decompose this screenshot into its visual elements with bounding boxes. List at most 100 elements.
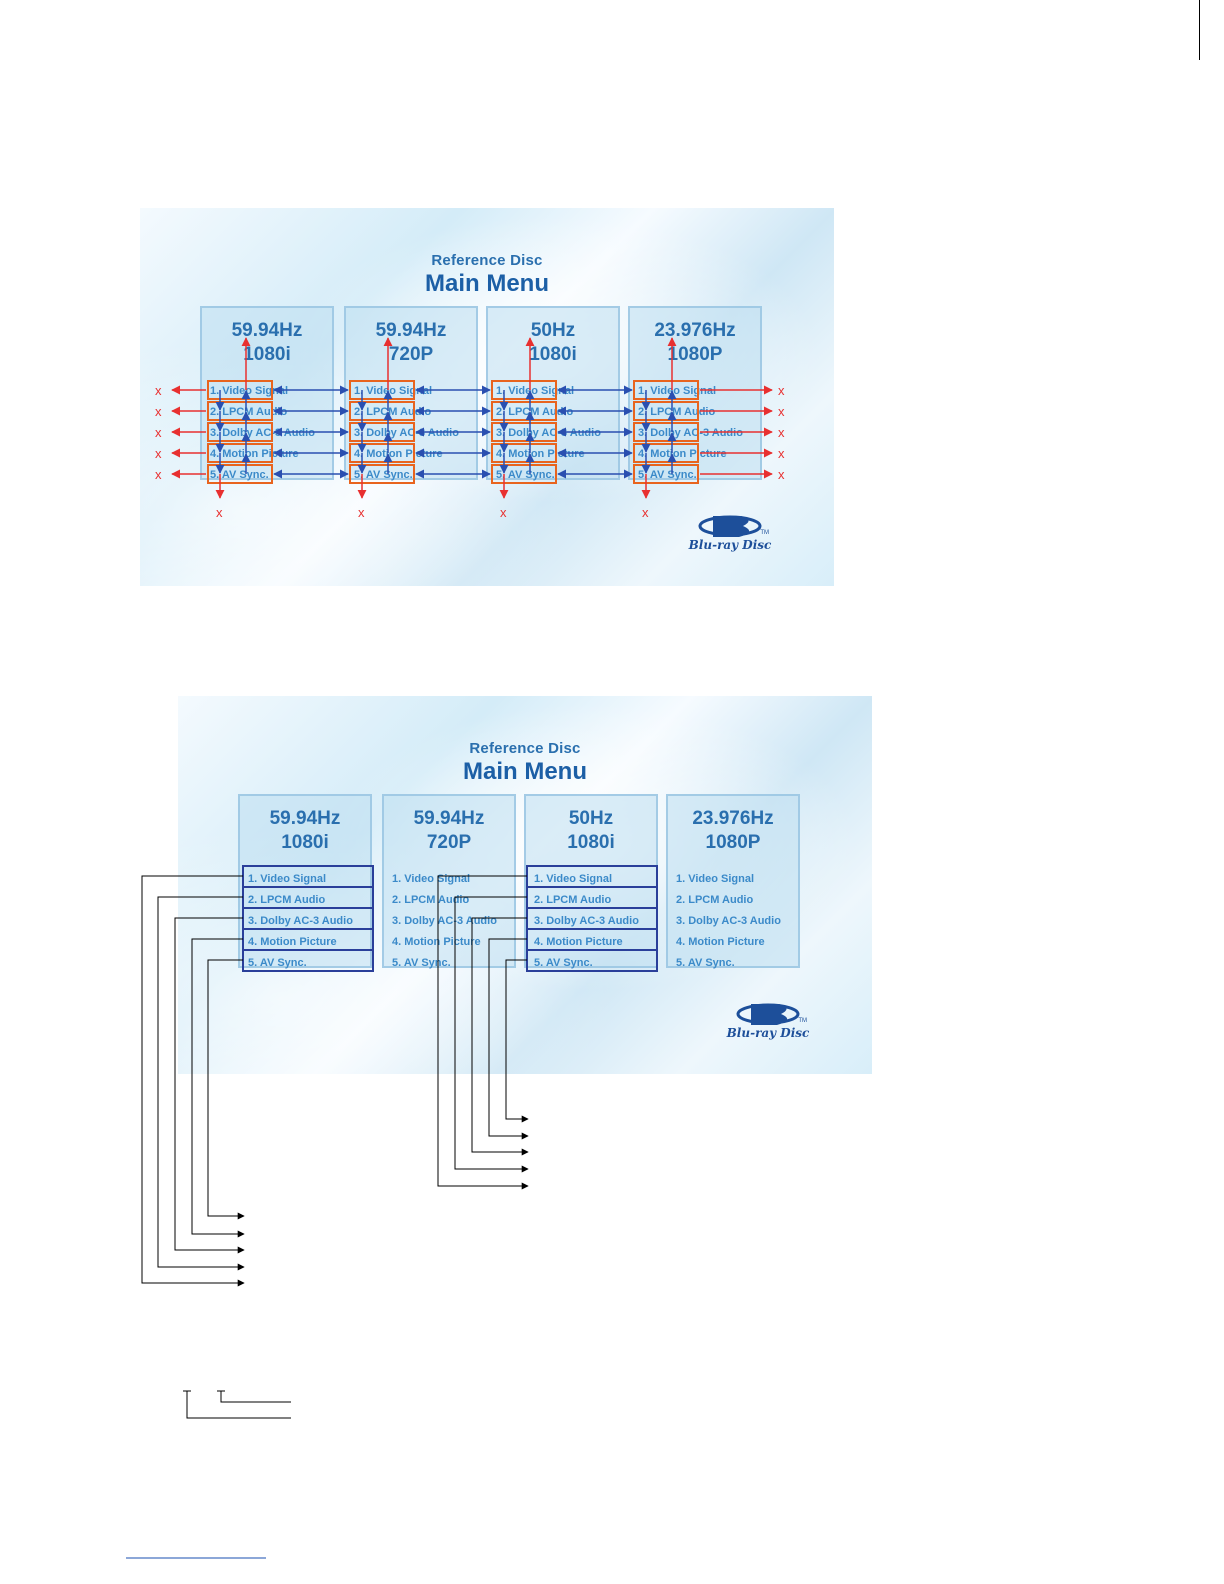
column-format: 1080P (667, 344, 723, 365)
column-format: 1080i (281, 832, 329, 853)
column-format: 1080i (243, 344, 291, 365)
highlight-box (207, 464, 273, 484)
menu-item[interactable]: 2. LPCM Audio (248, 894, 326, 906)
link-connector (454, 896, 529, 1173)
dead-end-marker: x (778, 467, 785, 482)
highlight-box (349, 422, 415, 442)
highlight-box (633, 380, 699, 400)
highlight-box (491, 464, 557, 484)
menu-item[interactable]: 5. AV Sync. (392, 957, 451, 969)
link-box (242, 865, 374, 888)
column-rate: 59.94Hz (231, 320, 303, 341)
menu-item[interactable]: 2. LPCM Audio (392, 894, 470, 906)
menu-item[interactable]: 5. AV Sync. (676, 957, 735, 969)
column-rate: 59.94Hz (375, 320, 447, 341)
dead-end-marker: x (216, 505, 223, 520)
link-connector (488, 938, 529, 1140)
column-rate: 59.94Hz (413, 808, 485, 829)
link-box (242, 907, 374, 930)
menu-item[interactable]: 1. Video Signal (496, 385, 575, 397)
column-format: 1080P (705, 832, 761, 853)
highlight-box (491, 380, 557, 400)
link-box (526, 865, 658, 888)
bluray-logo: Blu-ray Disc TM (723, 998, 813, 1048)
highlight-box (349, 401, 415, 421)
link-connector (471, 917, 529, 1156)
dead-end-marker: x (155, 467, 162, 482)
menu-screenshot-links: Reference Disc Main Menu 59.94Hz 1080i 1… (178, 696, 872, 1074)
link-box (242, 928, 374, 951)
link-box (242, 886, 374, 909)
menu-item[interactable]: 5. AV Sync. (354, 469, 413, 481)
page-edge-line (1199, 0, 1200, 60)
menu-item[interactable]: 3. Dolby AC-3 Audio (676, 915, 781, 927)
menu-item[interactable]: 5. AV Sync. (248, 957, 307, 969)
menu-item[interactable]: 1. Video Signal (354, 385, 433, 397)
menu-item[interactable]: 5. AV Sync. (496, 469, 555, 481)
menu-item[interactable]: 5. AV Sync. (534, 957, 593, 969)
link-connector (207, 959, 245, 1220)
column-rate: 59.94Hz (269, 808, 341, 829)
highlight-box (633, 464, 699, 484)
highlight-box (633, 443, 699, 463)
link-connector (437, 875, 529, 1190)
menu-item[interactable]: 2. LPCM Audio (534, 894, 612, 906)
menu-item[interactable]: 3. Dolby AC-3 Audio (534, 915, 639, 927)
menu-item[interactable]: 3. Dolby AC-3 Audio (392, 915, 497, 927)
menu-item[interactable]: 5. AV Sync. (210, 469, 269, 481)
column-format: 720P (426, 832, 472, 853)
link-connector (505, 959, 529, 1123)
link-box (242, 949, 374, 972)
dead-end-marker: x (778, 446, 785, 461)
link-box (526, 907, 658, 930)
column-format: 1080i (529, 344, 577, 365)
menu-item[interactable]: 3. Dolby AC-3 Audio (638, 427, 743, 439)
menu-item[interactable]: 2. LPCM Audio (354, 406, 432, 418)
menu-item[interactable]: 2. LPCM Audio (638, 406, 716, 418)
logo-tm: TM (760, 530, 769, 536)
menu-item[interactable]: 3. Dolby AC-3 Audio (248, 915, 353, 927)
link-connector (191, 938, 245, 1238)
link-box (526, 886, 658, 909)
highlight-box (207, 443, 273, 463)
menu-item[interactable]: 2. LPCM Audio (496, 406, 574, 418)
bluray-logo: Blu-ray Disc TM (685, 510, 775, 560)
column-4: 23.976Hz 1080P 1. Video Signal 2. LPCM A… (666, 794, 800, 969)
menu-item[interactable]: 1. Video Signal (248, 873, 327, 885)
menu-item[interactable]: 1. Video Signal (534, 873, 613, 885)
menu-item[interactable]: 1. Video Signal (676, 873, 755, 885)
dead-end-marker: x (778, 404, 785, 419)
dead-end-marker: x (155, 446, 162, 461)
dead-end-marker: x (778, 425, 785, 440)
menu-subtitle: Reference Disc (431, 252, 543, 269)
bluray-disc-icon (736, 1003, 800, 1025)
menu-item[interactable]: 4. Motion Picture (534, 936, 623, 948)
column-rate: 50Hz (530, 320, 576, 341)
menu-item[interactable]: 4. Motion Picture (676, 936, 765, 948)
dead-end-marker: x (155, 404, 162, 419)
highlight-box (349, 464, 415, 484)
bluray-disc-icon (698, 515, 762, 537)
menu-item[interactable]: 4. Motion Picture (248, 936, 337, 948)
menu-item[interactable]: 4. Motion Picture (392, 936, 481, 948)
highlight-box (491, 401, 557, 421)
dead-end-marker: x (155, 425, 162, 440)
link-connector (141, 875, 245, 1287)
highlight-box (349, 443, 415, 463)
link-connector (174, 917, 245, 1254)
highlight-box (491, 422, 557, 442)
menu-item[interactable]: 4. Motion Picture (638, 448, 727, 460)
menu-item[interactable]: 2. LPCM Audio (676, 894, 754, 906)
menu-title: Main Menu (463, 758, 587, 785)
menu-item[interactable]: 1. Video Signal (638, 385, 717, 397)
menu-subtitle: Reference Disc (469, 740, 581, 757)
menu-item[interactable]: 5. AV Sync. (638, 469, 697, 481)
column-format: 720P (388, 344, 434, 365)
menu-title: Main Menu (425, 270, 549, 297)
logo-text: Blu-ray Disc (688, 538, 772, 552)
legend-bracket (217, 1390, 291, 1403)
highlight-box (207, 380, 273, 400)
logo-tm: TM (798, 1018, 807, 1024)
